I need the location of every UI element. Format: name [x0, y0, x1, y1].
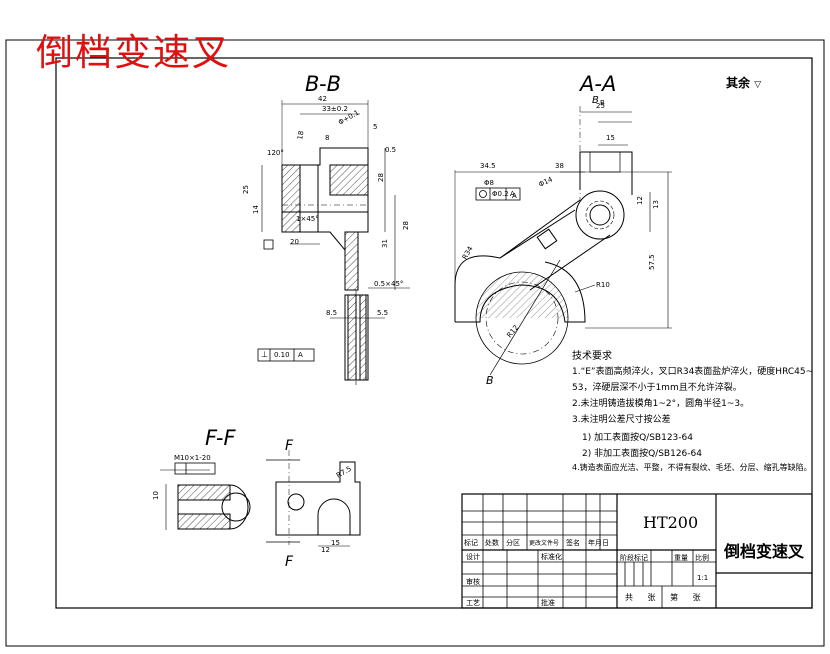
dimension-label: 38: [555, 162, 564, 170]
dimension-label: 15: [331, 539, 340, 547]
dimension-label: 28: [402, 221, 410, 230]
dimension-label: 120°: [267, 149, 284, 157]
gdt-frame-ff: [174, 462, 216, 475]
datum-box-bb: [263, 239, 274, 250]
gdt-frame-position: [475, 187, 521, 201]
surface-finish-note: 其余 ▽: [726, 74, 761, 91]
dimension-label: A: [512, 192, 517, 200]
view-label-aa: A-A: [580, 72, 617, 96]
tb-weight: 重量: [674, 554, 688, 562]
gdt1-tol: 0.10: [274, 351, 290, 359]
material-label: HT200: [643, 513, 699, 532]
tb-role-standard: 标准化: [541, 553, 562, 561]
view-label-bb: B-B: [305, 72, 342, 96]
dimension-label: 42: [318, 95, 327, 103]
dimension-label: 34.5: [480, 162, 496, 170]
tb-sheet-count: 共 张 第 张: [625, 593, 707, 602]
dimension-label: R34: [461, 245, 475, 261]
dimension-label: 33±0.2: [322, 105, 348, 113]
dimension-label: 28: [377, 173, 385, 182]
tb-header: 标记: [464, 539, 478, 547]
tb-role-approve: 批准: [541, 599, 555, 607]
dimension-label: 20: [290, 238, 299, 246]
tech-req-line: 1) 加工表面按Q/SB123-64: [582, 433, 693, 443]
dimension-label: 12: [321, 546, 330, 554]
dimension-label: 8: [325, 134, 329, 142]
dimension-label: 8.5: [326, 309, 337, 317]
gdt1-symbol: ⊥: [261, 350, 268, 359]
dimension-label: 15: [606, 134, 615, 142]
section-marker-f-top: F: [285, 438, 294, 454]
inner-border: [55, 57, 813, 609]
tech-req-line: 53，淬硬层深不小于1mm且不允许淬裂。: [572, 383, 742, 393]
view-label-ff: F-F: [205, 426, 236, 450]
dimension-label: B: [600, 99, 605, 107]
tb-role-review: 审核: [466, 578, 480, 586]
tb-header: 年月日: [588, 539, 609, 547]
tech-req-line: 4.铸造表面应光洁、平整，不得有裂纹、毛坯、分层、缩孔等缺陷。: [572, 463, 812, 472]
dimension-label: R12: [505, 324, 520, 340]
tb-scale-value: 1:1: [697, 574, 709, 582]
section-marker-f-bottom: F: [285, 554, 294, 570]
dimension-label: 12: [636, 196, 644, 205]
gdt2-tol: Φ0.2: [492, 190, 509, 198]
dimension-label: M10×1-20: [174, 454, 211, 462]
tb-role-process: 工艺: [466, 599, 480, 607]
tb-scale-label: 比例: [695, 554, 709, 562]
tech-req-heading: 技术要求: [572, 351, 612, 362]
dimension-label: 5: [373, 123, 377, 131]
dimension-label: 0.5: [385, 146, 396, 154]
surface-finish-label: 其余: [726, 76, 751, 90]
dimension-label: R10: [596, 281, 610, 289]
outer-border: [5, 39, 825, 647]
gdt2-ref: A: [510, 190, 515, 198]
bb-section-view: [261, 100, 410, 385]
tech-req-line: 2.未注明铸造拔模角1~2°，圆角半径1~3。: [572, 399, 750, 409]
section-marker-b-top: B: [592, 95, 599, 106]
section-marker-b: B: [486, 374, 494, 387]
dimension-label: 18: [296, 130, 305, 140]
dimension-label: 14: [252, 205, 260, 214]
part-name-label: 倒档变速叉: [724, 542, 805, 561]
dimension-label: 25: [242, 185, 250, 194]
tb-stage-mark: 阶段标记: [620, 554, 648, 562]
drawing-title: 倒档变速叉: [36, 31, 231, 74]
dimension-label: 1×45°: [296, 215, 319, 223]
gdt-frame-perpendicularity: [257, 348, 315, 362]
tb-role-design: 设计: [466, 553, 480, 561]
gdt1-ref: A: [298, 351, 303, 359]
tb-header: 签名: [566, 539, 580, 547]
dimension-label: 25: [596, 102, 605, 110]
tb-header: 更改文件号: [529, 540, 560, 547]
dimension-label: R7.5: [335, 465, 353, 480]
tech-req-line: 3.未注明公差尺寸按公差: [572, 415, 671, 425]
tech-req-line: 1.“E”表面高频淬火，叉口R34表面盐炉淬火，硬度HRC45~: [572, 367, 814, 377]
dimension-label: 0.5×45°: [374, 280, 403, 288]
tb-header: 处数: [485, 539, 499, 547]
tech-req-line: 2) 非加工表面按Q/SB126-64: [582, 449, 702, 459]
dimension-label: 13: [652, 200, 660, 209]
dimension-label: Φ8: [484, 179, 494, 187]
roughness-symbol-icon: ▽: [754, 80, 762, 90]
title-block-grid: [461, 493, 813, 609]
dimension-label: 5.5: [377, 309, 388, 317]
tb-header: 分区: [506, 539, 520, 547]
dimension-label: 10: [152, 491, 160, 500]
ff-view: [160, 450, 361, 547]
dimension-label: 31: [381, 239, 389, 248]
dimension-label: Φ14: [537, 175, 554, 189]
aa-view: [454, 106, 672, 376]
dimension-label: 57.5: [648, 254, 656, 270]
